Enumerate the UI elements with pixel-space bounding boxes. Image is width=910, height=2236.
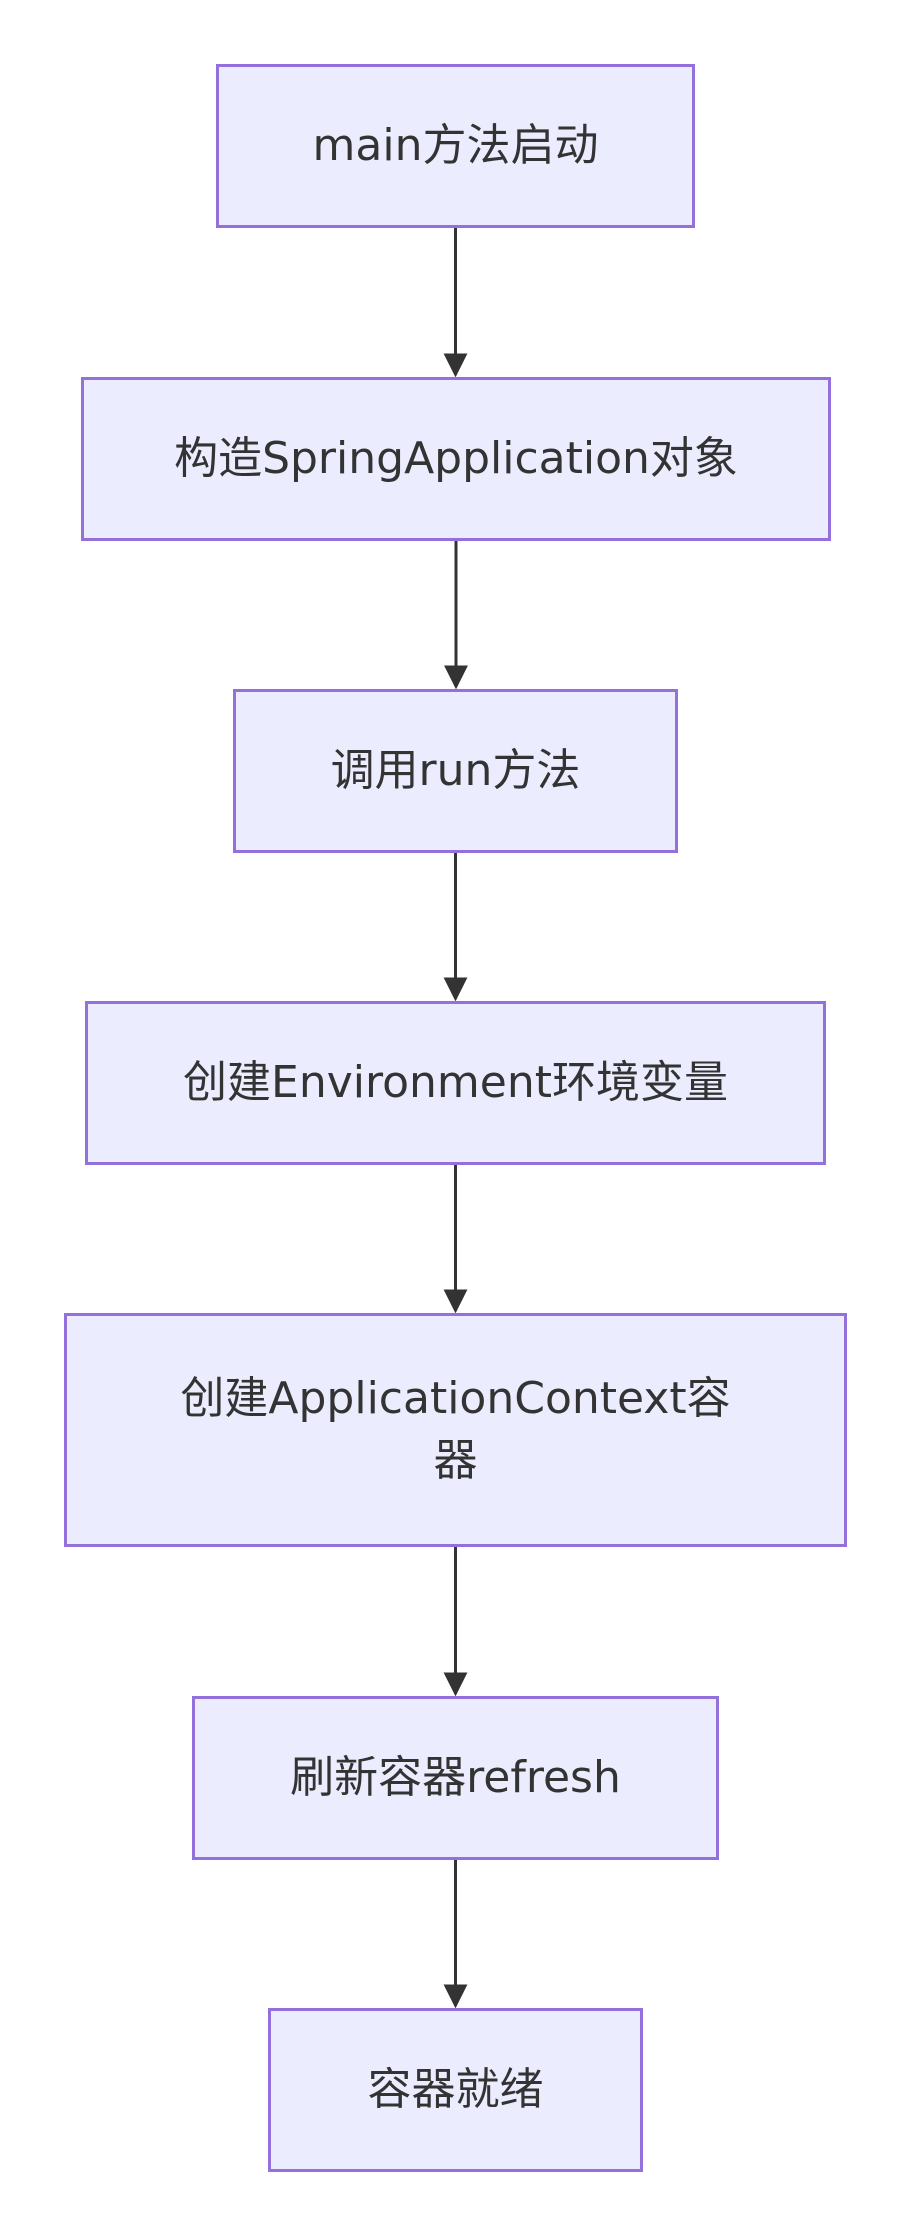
node-label: 刷新容器refresh	[290, 1752, 621, 1803]
node-create-environment: 创建Environment环境变量	[85, 1001, 826, 1165]
node-label: 容器就绪	[367, 2064, 544, 2115]
node-label: 调用run方法	[330, 745, 581, 796]
node-construct-springapplication: 构造SpringApplication对象	[81, 377, 831, 541]
node-container-ready: 容器就绪	[268, 2008, 643, 2172]
node-label: 创建ApplicationContext容器	[180, 1373, 731, 1486]
node-label: main方法启动	[312, 120, 599, 171]
node-refresh-container: 刷新容器refresh	[192, 1696, 719, 1860]
node-create-applicationcontext: 创建ApplicationContext容器	[64, 1313, 847, 1547]
node-main-start: main方法启动	[216, 64, 695, 228]
node-label: 创建Environment环境变量	[183, 1057, 728, 1108]
node-label: 构造SpringApplication对象	[174, 433, 738, 484]
node-call-run: 调用run方法	[233, 689, 678, 853]
